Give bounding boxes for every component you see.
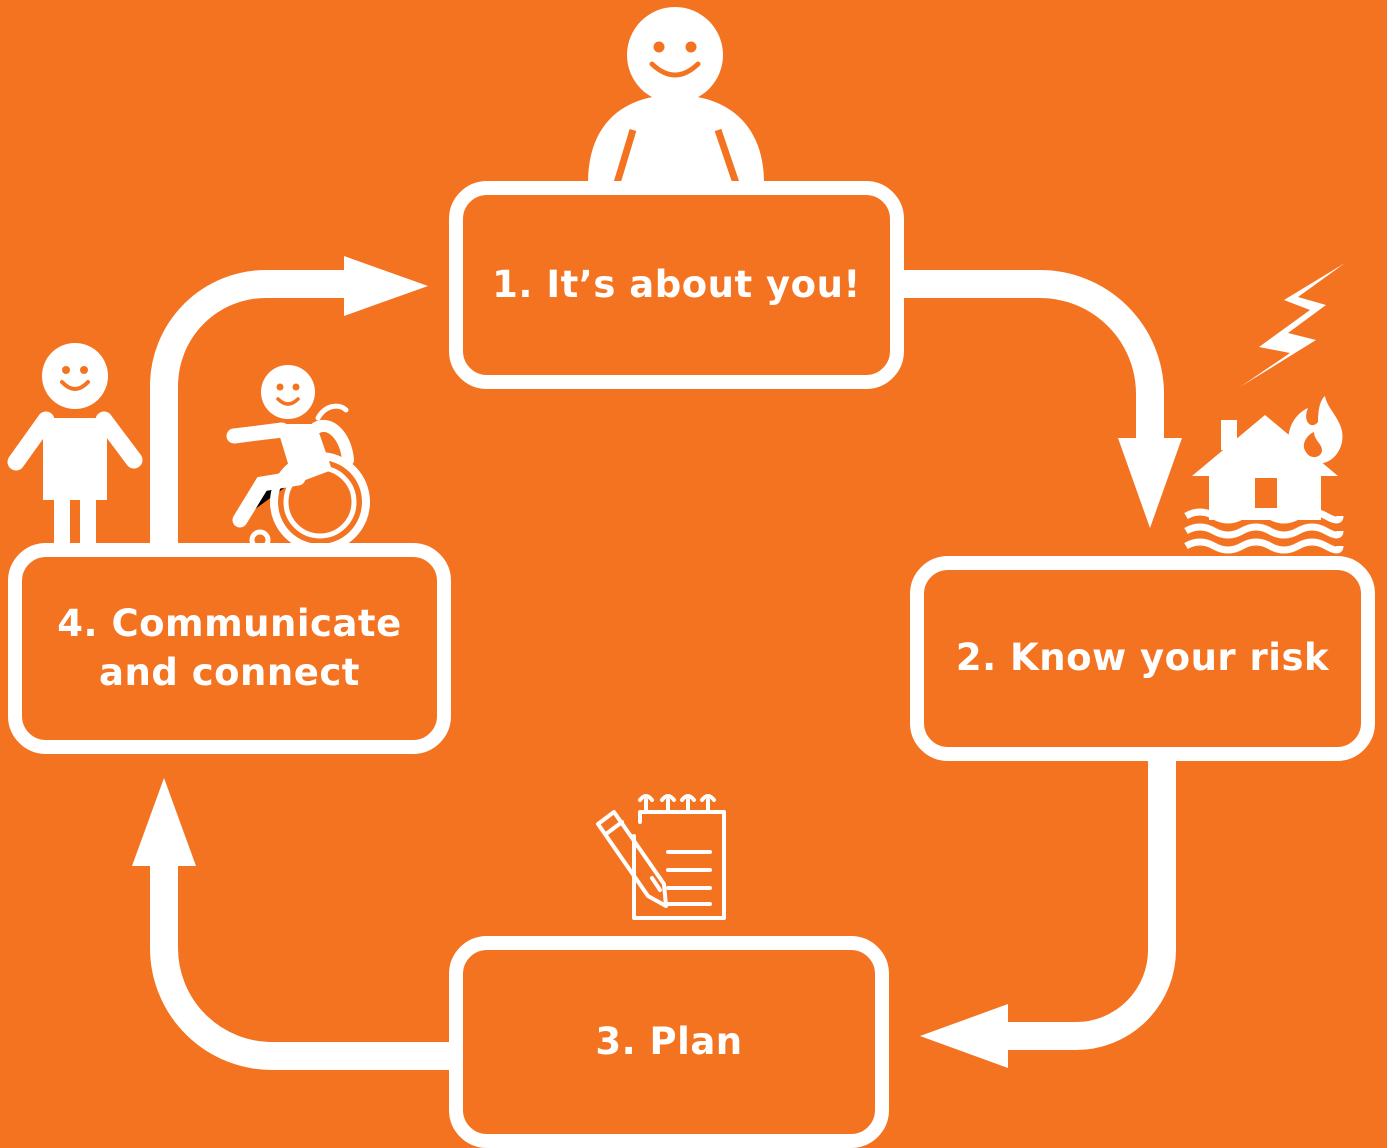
step-4-label: 4. Communicate and connect (57, 600, 401, 696)
arrow-1-to-2 (904, 270, 1182, 528)
arrow-4-to-1 (150, 256, 428, 552)
step-4-box: 4. Communicate and connect (8, 543, 451, 754)
standing-person-icon (7, 343, 143, 552)
people-wheelchair-icon (7, 343, 370, 552)
step-3-box: 3. Plan (449, 936, 889, 1148)
step-3-label: 3. Plan (595, 1019, 743, 1063)
step-1-label: 1. It’s about you! (492, 262, 861, 306)
notepad-pencil-icon (596, 794, 726, 920)
arrow-3-to-4 (132, 778, 449, 1070)
step-4-label-line-2: and connect (99, 650, 360, 694)
house-hazard-icon (1184, 263, 1345, 554)
step-2-label: 2. Know your risk (955, 636, 1330, 680)
fire-icon (1288, 396, 1343, 464)
wheelchair-user-icon (226, 365, 370, 552)
step-4-label-line-1: 4. Communicate (57, 602, 402, 646)
arrow-2-to-3 (920, 761, 1176, 1068)
step-2-box: 2. Know your risk (910, 556, 1375, 761)
lightning-bolt-icon (1240, 263, 1345, 387)
step-1-box: 1. It’s about you! (449, 181, 904, 389)
smiling-person-icon (588, 7, 764, 185)
flood-waves (1184, 508, 1344, 554)
